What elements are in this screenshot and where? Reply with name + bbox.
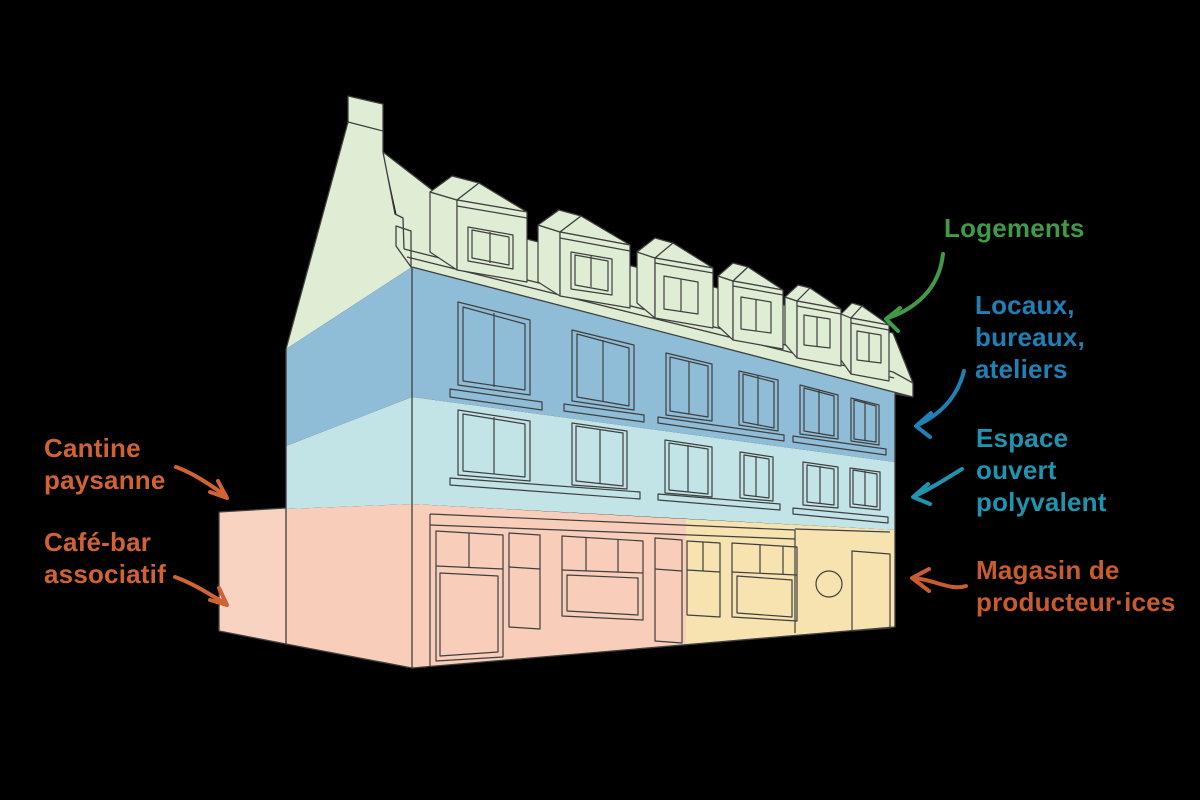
window (664, 439, 713, 498)
dormer-4 (717, 262, 784, 350)
window (850, 397, 880, 446)
dormer-6-window (856, 330, 882, 364)
chimney-base-line (347, 121, 384, 132)
dormer-5-window (803, 314, 831, 349)
window (571, 329, 635, 411)
annotation-arrows (173, 252, 968, 607)
storefront-linework (429, 513, 891, 666)
magasin-window-small (686, 540, 721, 618)
window (738, 370, 779, 432)
window-sill (449, 477, 641, 500)
first-floor-windows (449, 409, 889, 524)
window (849, 467, 881, 511)
arrow-magasin (910, 567, 968, 593)
arrow-locaux (914, 369, 966, 439)
gable-wall (286, 96, 412, 349)
upper-floor-windows (449, 301, 887, 456)
window-sill (563, 403, 645, 423)
window (457, 409, 531, 482)
window-sill (657, 493, 781, 511)
window-sill (792, 507, 889, 524)
arrow-espace (911, 467, 964, 506)
window (802, 461, 839, 509)
cornice-band (404, 249, 913, 397)
front-ground-left (412, 504, 686, 668)
label-cafe-bar-associatif: Café-bar associatif (44, 527, 166, 589)
dormer-windows-row (429, 175, 890, 382)
shop-display-window (561, 535, 644, 621)
label-espace-ouvert-polyvalent: Espace ouvert polyvalent (976, 423, 1107, 517)
dormer-2-window (570, 251, 613, 296)
dormer-1-window (467, 226, 514, 270)
porthole-window (815, 570, 843, 598)
window-sill (657, 416, 785, 442)
magasin-wall-top-line (794, 528, 891, 533)
magasin-entry-door (851, 550, 891, 632)
left-face-first-floor (286, 397, 412, 509)
window (739, 451, 774, 502)
building-silhouette (218, 95, 914, 669)
left-face-upper-floor (286, 267, 412, 446)
storefront-fascia-top (429, 513, 796, 531)
storefront-fascia-bottom (429, 524, 796, 540)
label-logements: Logements (944, 213, 1085, 243)
shop-window-narrow (508, 532, 541, 630)
dormer-6 (840, 302, 890, 382)
left-face-ground-floor (286, 504, 412, 668)
cornice-bottom-line (411, 266, 914, 398)
front-first-floor (412, 397, 895, 530)
annex-block (219, 508, 286, 644)
window (665, 352, 713, 422)
arrow-cafe-bar (173, 575, 229, 607)
label-locaux-bureaux-ateliers: Locaux, bureaux, ateliers (975, 290, 1085, 384)
dormer-5 (784, 284, 842, 367)
window (799, 384, 839, 440)
magasin-display-window (731, 542, 798, 622)
dormer-1 (429, 175, 528, 283)
dormer-4-window (740, 296, 772, 334)
label-magasin-producteurices: Magasin de producteur·ices (976, 555, 1176, 617)
dormer-3-window (663, 275, 699, 315)
window-sill (449, 388, 543, 411)
label-cantine-paysanne: Cantine paysanne (44, 433, 166, 495)
arrow-logements (884, 252, 945, 333)
dormer-3 (636, 237, 714, 329)
arrow-cantine (174, 465, 229, 500)
front-ground-right (686, 519, 895, 645)
window (457, 301, 531, 396)
shop-door-left (435, 530, 504, 662)
cornice-step-outline (395, 225, 412, 268)
building-color-zones (219, 96, 913, 668)
window-sill (792, 435, 887, 456)
window (571, 422, 628, 490)
gable-roof-edge (382, 151, 405, 250)
dormer-2 (537, 209, 631, 309)
shop-door-middle (654, 537, 683, 644)
